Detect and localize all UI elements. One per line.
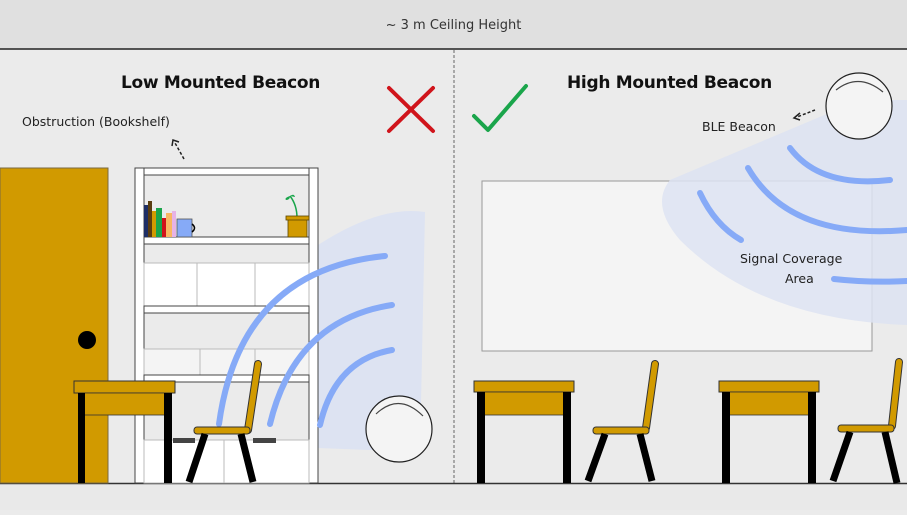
chair-right-1 <box>584 360 659 483</box>
coverage-label-line1: Signal Coverage <box>740 251 843 266</box>
desk-left <box>73 380 176 483</box>
ble-beacon-label: BLE Beacon <box>702 119 776 134</box>
signal-waves-low <box>216 253 395 428</box>
books <box>144 201 176 237</box>
high-mounted-title: High Mounted Beacon <box>567 73 772 93</box>
arrow-icon <box>792 109 816 121</box>
chair-right-2 <box>829 358 903 484</box>
door <box>0 167 109 484</box>
red-cross-icon <box>387 86 435 133</box>
ble-beacon-low <box>365 395 433 463</box>
bookshelf <box>134 167 319 484</box>
arrow-icon <box>171 139 185 160</box>
desk-right-1 <box>473 380 575 483</box>
coverage-area-low <box>318 210 425 452</box>
door-knob <box>78 331 96 349</box>
coverage-area-high <box>662 100 907 325</box>
obstruction-label: Obstruction (Bookshelf) <box>22 114 170 129</box>
mug-icon <box>176 218 196 238</box>
coverage-label-line2: Area <box>785 271 814 286</box>
low-mounted-title: Low Mounted Beacon <box>121 73 321 93</box>
chair-left <box>185 360 262 484</box>
signal-waves-high <box>697 145 907 285</box>
ceiling-band <box>0 0 907 49</box>
ble-beacon-high <box>825 72 893 140</box>
desk-right-2 <box>718 380 820 483</box>
ceiling-height-label: ~ 3 m Ceiling Height <box>385 18 522 33</box>
plant-icon <box>285 194 310 238</box>
green-check-icon <box>472 84 528 132</box>
